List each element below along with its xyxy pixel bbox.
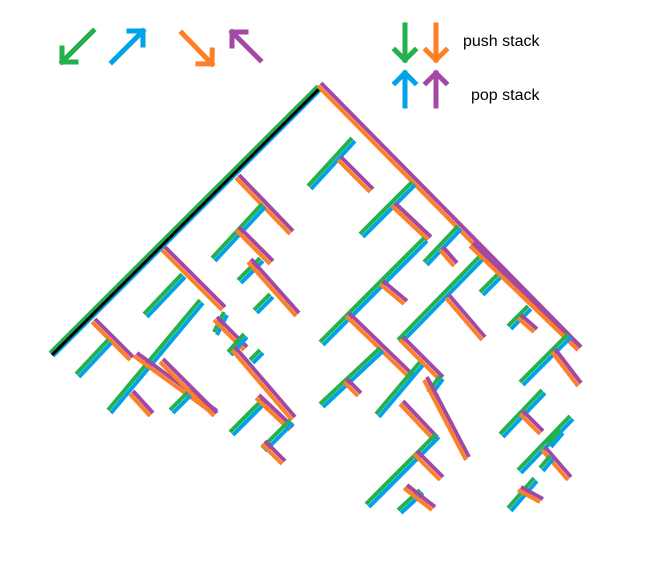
tree-edge-left bbox=[306, 136, 357, 191]
push-stack-label: push stack bbox=[463, 33, 540, 50]
tree-edge-left bbox=[546, 428, 565, 449]
tree-edge-right bbox=[160, 245, 227, 312]
tree-edge-right bbox=[517, 485, 544, 504]
tree-edge-left bbox=[74, 338, 113, 379]
tree-edge-right bbox=[260, 439, 287, 466]
tree-edge-left bbox=[252, 292, 275, 315]
tree-edge-right bbox=[230, 345, 297, 422]
tree-edge-right bbox=[438, 245, 459, 268]
tree-edge-left bbox=[236, 256, 265, 285]
tree-edge-left bbox=[374, 360, 425, 419]
tree-edge-right bbox=[246, 257, 301, 318]
tree-edge-right bbox=[444, 293, 487, 342]
tree-edge-right bbox=[412, 449, 445, 482]
up-arrow-icon bbox=[391, 69, 419, 109]
tree-edge-left bbox=[318, 236, 429, 347]
tree-edge-right bbox=[234, 225, 275, 266]
tree-edge-left bbox=[516, 414, 575, 475]
tree-edge-right bbox=[540, 445, 573, 482]
tree-edge-right bbox=[234, 173, 295, 236]
tree-edge-left bbox=[518, 332, 573, 387]
tree-edge-left bbox=[358, 180, 417, 239]
up-left-arrow-icon bbox=[228, 28, 264, 64]
tree-edge-right bbox=[398, 399, 439, 442]
tree-edge-left bbox=[248, 348, 265, 365]
tree-edge-right bbox=[342, 377, 363, 398]
tree-edge-left bbox=[538, 454, 555, 473]
tree-edge-left bbox=[212, 311, 229, 336]
tree-edge-right bbox=[550, 347, 583, 388]
down-arrow-icon bbox=[391, 22, 419, 64]
tree-edge-right bbox=[468, 241, 583, 352]
tree-edge-left bbox=[478, 270, 505, 297]
tree-edge-left bbox=[106, 298, 205, 415]
tree-edge-left bbox=[168, 390, 193, 415]
tree-edge-right bbox=[390, 201, 433, 242]
tree-edge-right bbox=[128, 389, 155, 418]
tree-edge-right bbox=[344, 311, 415, 380]
tree-edge-right bbox=[422, 376, 471, 461]
down-left-arrow-icon bbox=[58, 27, 97, 66]
tree-edge-right bbox=[516, 313, 539, 334]
down-right-arrow-icon bbox=[178, 29, 216, 68]
tree-edge-left bbox=[318, 346, 385, 409]
tree-diagram bbox=[48, 81, 583, 515]
down-arrow-icon bbox=[422, 22, 450, 64]
tree-edge-left bbox=[142, 272, 187, 319]
tree-edge-right bbox=[336, 155, 375, 194]
tree-edge-right bbox=[398, 335, 445, 382]
tree-edge-left bbox=[364, 432, 441, 509]
tree-edge-left bbox=[498, 388, 547, 439]
up-right-arrow-icon bbox=[108, 27, 147, 66]
legend-arrows bbox=[58, 22, 450, 109]
tree-edge-right bbox=[90, 317, 135, 362]
tree-edge-right bbox=[158, 357, 219, 418]
tree-edge-left bbox=[396, 252, 487, 345]
tree-edge-right bbox=[378, 279, 409, 306]
pop-stack-label: pop stack bbox=[471, 87, 540, 104]
tree-edge-right bbox=[518, 409, 545, 436]
tree-edge-right bbox=[402, 483, 437, 512]
tree-edge-left bbox=[48, 84, 323, 358]
up-arrow-icon bbox=[422, 69, 450, 109]
tree-edge-left bbox=[228, 396, 269, 437]
